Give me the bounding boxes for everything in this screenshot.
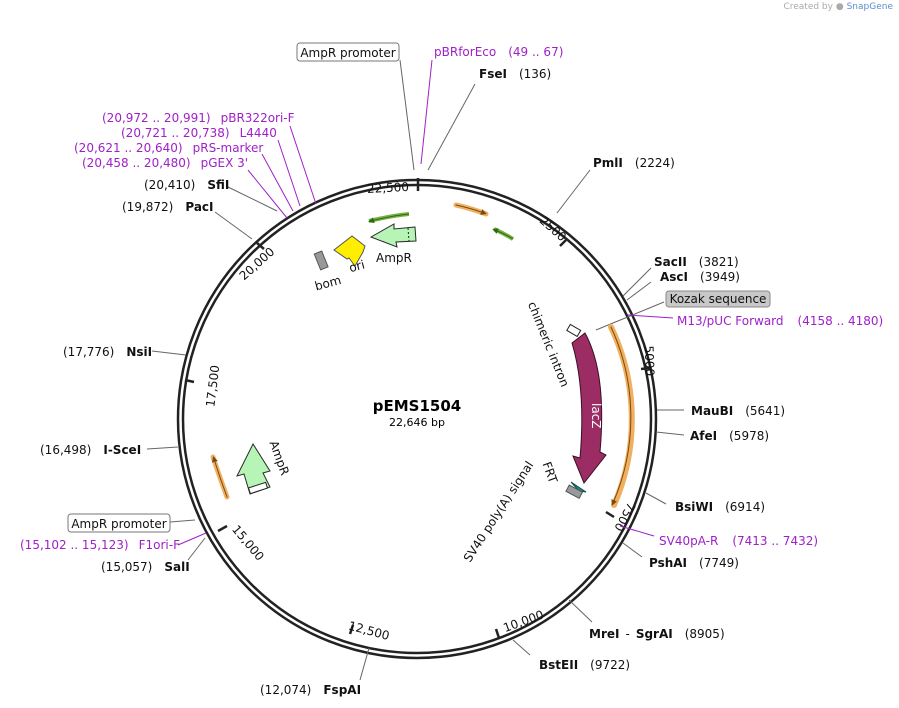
ampr-left-feature[interactable]: AmpR	[236, 439, 292, 495]
tick-label: 12,500	[347, 619, 391, 643]
frt-label: FRT	[540, 460, 561, 486]
tick-mark	[605, 510, 615, 519]
site-nsii[interactable]: (17,776)NsiI	[63, 345, 152, 359]
leader-lines	[146, 59, 685, 681]
tick-label: 17,500	[203, 364, 222, 407]
ampr-top-arrow	[369, 223, 417, 248]
restriction-sites: FseI(136) PmlI(2224) SacII(3821) AscI(39…	[40, 67, 785, 697]
tick-label: 2500	[537, 213, 569, 244]
site-maubi[interactable]: MauBI(5641)	[691, 404, 785, 418]
green-primer-arrows	[368, 212, 515, 241]
green-arrow-top-head	[368, 213, 410, 224]
kozak-sequence-box[interactable]: Kozak sequence	[665, 290, 771, 308]
ori-arrow	[333, 235, 366, 267]
primer-m13-puc-forward[interactable]: M13/pUC Forward(4158 .. 4180)	[677, 314, 883, 328]
site-mrei-sgrai[interactable]: MreI-SgrAI(8905)	[589, 627, 725, 641]
lacz-feature[interactable]: lacZ	[571, 332, 607, 484]
ampr-left-label: AmpR	[267, 439, 292, 477]
primers: pBRforEco(49 .. 67) M13/pUC Forward(4158…	[20, 45, 883, 552]
chimeric-intron-block	[566, 323, 582, 338]
tick-label: 15,000	[229, 522, 267, 563]
bom-label: bom	[313, 273, 342, 293]
tick-mark	[559, 239, 567, 247]
tick-label: 22,500	[367, 180, 410, 196]
kozak-sequence-label: Kozak sequence	[670, 292, 767, 306]
sv40-polya-feature[interactable]: SV40 poly(A) signal	[461, 459, 584, 565]
site-sali[interactable]: (15,057)SalI	[101, 560, 190, 574]
primer-f1ori-f[interactable]: (15,102 .. 15,123)F1ori-F	[20, 538, 180, 552]
site-asci[interactable]: AscI(3949)	[660, 270, 740, 284]
lacz-label: lacZ	[589, 403, 603, 429]
ori-label: ori	[347, 258, 366, 276]
plasmid-name: pEMS1504	[373, 397, 461, 415]
ampr-promoter-top-label: AmpR promoter	[300, 46, 395, 60]
ampr-promoter-top-box[interactable]: AmpR promoter	[296, 42, 400, 62]
frt-mark	[570, 481, 587, 493]
tick-label: 5000	[642, 345, 657, 376]
tick-mark	[348, 624, 355, 635]
credit-text: Created by	[783, 2, 833, 12]
sv40-polya-label: SV40 poly(A) signal	[461, 459, 537, 565]
plasmid-size: 22,646 bp	[389, 416, 445, 429]
tick-mark	[256, 242, 265, 250]
ampr-promoter-left-label: AmpR promoter	[71, 517, 166, 531]
primer-leader-lines	[177, 59, 674, 546]
site-bsiwi[interactable]: BsiWI(6914)	[675, 500, 765, 514]
primer-pbrforeco[interactable]: pBRforEco(49 .. 67)	[434, 45, 563, 59]
position-ticks	[184, 178, 651, 639]
site-fsei[interactable]: FseI(136)	[479, 67, 551, 81]
tick-mark	[640, 366, 651, 371]
tick-mark	[494, 628, 501, 639]
ori-feature[interactable]: ori	[333, 235, 366, 276]
bom-feature[interactable]: bom	[313, 250, 343, 293]
ampr-promoter-left-box[interactable]: AmpR promoter	[67, 513, 171, 533]
primer-pbr322ori-f[interactable]: (20,972 .. 20,991)pBR322ori-F	[102, 111, 295, 125]
primer-sv40pa-r[interactable]: SV40pA-R(7413 .. 7432)	[659, 534, 818, 548]
tick-mark	[217, 524, 228, 533]
orange-arrow-top-head	[455, 204, 487, 215]
sv40-polya-block	[565, 484, 584, 499]
site-afei[interactable]: AfeI(5978)	[690, 429, 769, 443]
tick-label: 10,000	[501, 608, 545, 636]
ampr-top-feature[interactable]: AmpR	[369, 223, 417, 265]
credit-brand: SnapGene	[846, 2, 893, 12]
ampr-left-promoter-block	[247, 481, 269, 495]
lacz-arrow	[571, 332, 607, 484]
bom-block	[313, 250, 329, 271]
site-bsteii[interactable]: BstEII(9722)	[539, 658, 630, 672]
orange-arrow-left-head	[212, 456, 228, 498]
green-arrow-right-head	[492, 228, 514, 240]
snapgene-logo-icon: ●	[835, 2, 844, 12]
chimeric-intron-label: chimeric intron	[525, 300, 572, 389]
site-pshai[interactable]: PshAI(7749)	[649, 556, 739, 570]
primer-pgex3[interactable]: (20,458 .. 20,480)pGEX 3'	[82, 156, 248, 170]
site-fspai[interactable]: (12,074)FspAI	[260, 683, 361, 697]
ampr-top-label: AmpR	[376, 251, 412, 265]
orange-primer-arrows	[210, 202, 635, 508]
site-pmli[interactable]: PmlI(2224)	[593, 156, 675, 170]
site-sfii[interactable]: (20,410)SfiI	[144, 178, 229, 192]
site-i-scei[interactable]: (16,498)I-SceI	[40, 443, 141, 457]
site-paci[interactable]: (19,872)PacI	[122, 200, 214, 214]
site-sacii[interactable]: SacII(3821)	[654, 255, 739, 269]
orange-arc-right-head	[610, 326, 632, 506]
primer-l4440[interactable]: (20,721 .. 20,738)L4440	[121, 126, 277, 140]
tick-mark	[184, 378, 195, 384]
primer-prs-marker[interactable]: (20,621 .. 20,640)pRS-marker	[74, 141, 263, 155]
snapgene-credit: Created by ● SnapGene	[783, 2, 893, 12]
